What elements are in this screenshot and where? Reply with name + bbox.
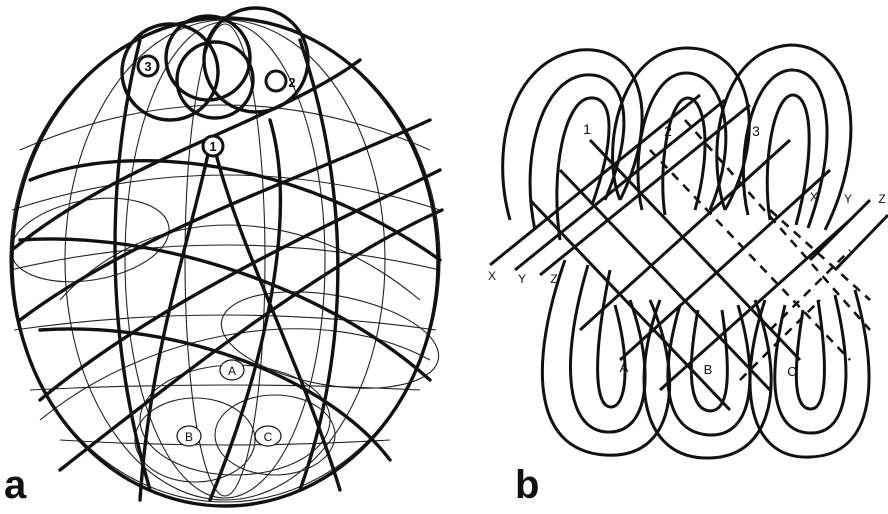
figure-a: 1 2 3 A B C	[0, 0, 470, 509]
panel-label-a: a	[4, 465, 26, 505]
left-end-Z: Z	[550, 272, 557, 286]
panel-label-b: b	[515, 465, 539, 505]
label-2: 2	[664, 123, 672, 139]
label-3: 3	[144, 59, 151, 74]
figure-b: 1 2 3 A B C X Y Z X Y Z	[470, 0, 888, 509]
label-B: B	[704, 362, 713, 377]
loop-labels: 1 2 3 A B C	[583, 121, 797, 379]
figure-b-drawing: 1 2 3 A B C X Y Z X Y Z	[470, 0, 888, 509]
right-end-Y: Y	[844, 192, 852, 206]
label-1: 1	[209, 139, 216, 154]
label-B: B	[185, 430, 193, 444]
right-end-Z: Z	[878, 192, 885, 206]
left-end-Y: Y	[518, 272, 526, 286]
label-C: C	[787, 364, 796, 379]
label-2: 2	[288, 75, 295, 90]
label-1: 1	[583, 121, 591, 137]
strand-end-labels: X Y Z X Y Z	[488, 190, 886, 286]
label-A: A	[620, 360, 629, 375]
right-end-X: X	[810, 190, 818, 204]
figure-a-drawing: 1 2 3 A B C	[0, 0, 470, 509]
left-end-X: X	[488, 269, 496, 283]
loop-marker-2	[266, 71, 286, 91]
label-3: 3	[752, 123, 760, 139]
bottom-loops	[542, 260, 869, 458]
braid-strands	[490, 95, 888, 410]
label-C: C	[264, 430, 273, 444]
label-A: A	[228, 364, 236, 378]
